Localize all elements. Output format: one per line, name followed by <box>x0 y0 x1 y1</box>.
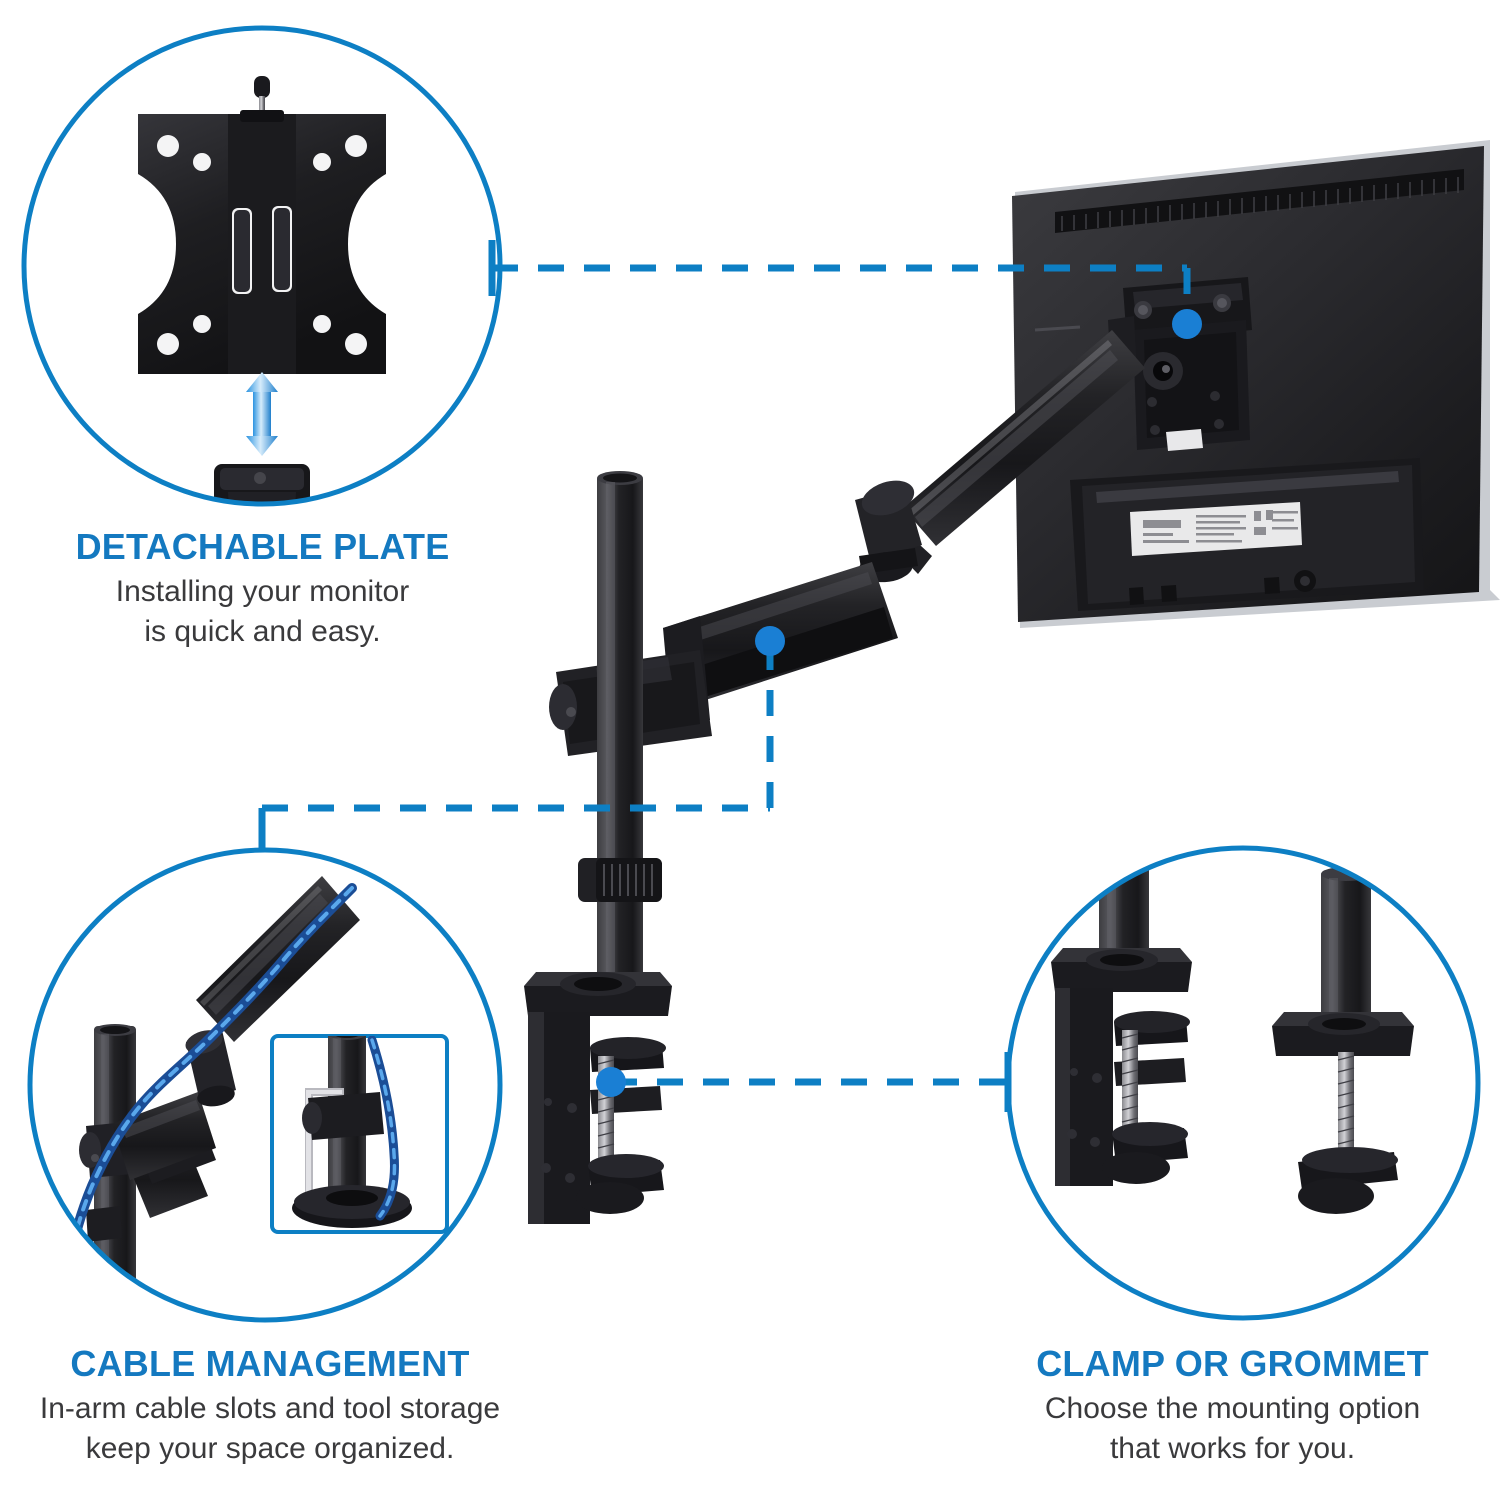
feature-title-clamp-grommet: CLAMP OR GROMMET <box>1036 1343 1429 1384</box>
clamp-knob <box>576 1182 644 1214</box>
feature-title-detachable-plate: DETACHABLE PLATE <box>75 526 450 567</box>
dot-arm-segment <box>755 626 785 656</box>
monitor-spec-label <box>1130 502 1302 556</box>
caption-line: is quick and easy. <box>144 614 381 648</box>
feature-body-cable-management: In-arm cable slots and tool storage keep… <box>0 1389 540 1469</box>
detachable-plate-illustration <box>138 76 386 502</box>
dot-monitor-bracket <box>1172 309 1202 339</box>
leader-clamp-to-clamp-circle <box>611 1052 1012 1112</box>
grommet-option <box>1272 867 1414 1214</box>
caption-line: keep your space organized. <box>85 1431 455 1465</box>
desk-clamp <box>524 972 672 1224</box>
caption-line: In-arm cable slots and tool storage <box>39 1391 501 1425</box>
feature-caption-clamp-grommet: CLAMP OR GROMMET Choose the mounting opt… <box>965 1345 1500 1469</box>
dot-desk-clamp <box>596 1067 626 1097</box>
feature-caption-cable-management: CABLE MANAGEMENT In-arm cable slots and … <box>0 1345 540 1469</box>
caption-line: that works for you. <box>1109 1431 1356 1465</box>
feature-caption-detachable-plate: DETACHABLE PLATE Installing your monitor… <box>0 528 525 652</box>
tool-storage-inset <box>270 1034 449 1234</box>
caption-line: Installing your monitor <box>115 574 410 608</box>
braided-cable <box>65 883 357 1267</box>
pole-height-collar <box>578 858 662 902</box>
feature-body-clamp-grommet: Choose the mounting option that works fo… <box>965 1389 1500 1469</box>
clamp-grommet-illustration <box>1051 850 1414 1214</box>
gas-spring-arm <box>886 330 1145 574</box>
leader-arm-to-cable-circle <box>258 645 774 852</box>
feature-body-detachable-plate: Installing your monitor is quick and eas… <box>0 572 525 652</box>
caption-line: Choose the mounting option <box>1044 1391 1421 1425</box>
detach-direction-arrow <box>246 372 278 456</box>
monitor-vesa-bracket <box>1108 277 1252 451</box>
c-clamp-option <box>1051 850 1192 1186</box>
vertical-pole <box>597 471 643 1004</box>
cable-management-illustration <box>65 876 449 1318</box>
feature-title-cable-management: CABLE MANAGEMENT <box>70 1343 470 1384</box>
leader-plate-to-monitor <box>488 240 1191 322</box>
center-product-assembly <box>524 140 1500 1224</box>
